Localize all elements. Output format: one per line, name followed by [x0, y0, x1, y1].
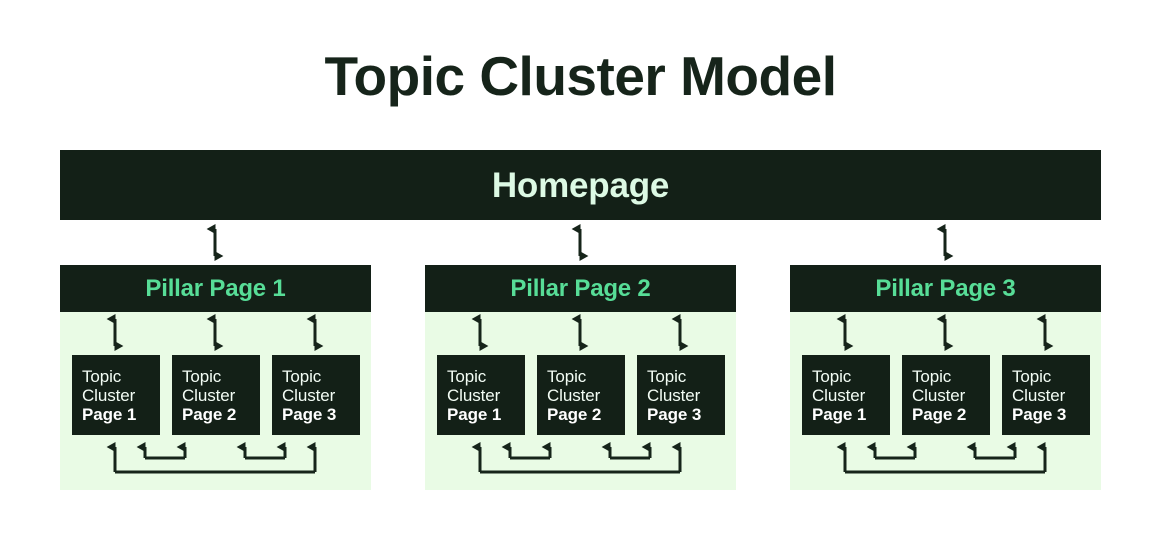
cluster-connectors-2: [471, 314, 689, 474]
topic-cluster-line-1: Topic: [1012, 367, 1052, 386]
topic-cluster-box[interactable]: Topic Cluster Page 3: [272, 355, 360, 435]
topic-cluster-line-1: Topic: [82, 367, 122, 386]
topic-cluster-line-1: Topic: [182, 367, 222, 386]
topic-cluster-page: Page 2: [912, 405, 967, 425]
topic-cluster-page: Page 1: [82, 405, 137, 425]
topic-cluster-page: Page 2: [182, 405, 237, 425]
pillar-page-label: Pillar Page 2: [510, 274, 651, 302]
pillar-group-2: Pillar Page 2 Topic Cluster Page: [425, 265, 736, 490]
homepage-node[interactable]: Homepage: [60, 150, 1101, 220]
topic-cluster-line-2: Cluster: [447, 386, 501, 406]
topic-cluster-line-2: Cluster: [812, 386, 866, 406]
topic-cluster-page: Page 2: [547, 405, 602, 425]
pillar-page-header-3[interactable]: Pillar Page 3: [790, 265, 1101, 312]
pillar-group-3: Pillar Page 3 Topic Cluster Page: [790, 265, 1101, 490]
topic-cluster-box[interactable]: Topic Cluster Page 2: [902, 355, 990, 435]
pillar-page-header-1[interactable]: Pillar Page 1: [60, 265, 371, 312]
topic-cluster-box[interactable]: Topic Cluster Page 1: [72, 355, 160, 435]
topic-cluster-line-1: Topic: [647, 367, 687, 386]
topic-cluster-line-2: Cluster: [647, 386, 701, 406]
topic-cluster-line-1: Topic: [912, 367, 952, 386]
topic-cluster-box[interactable]: Topic Cluster Page 1: [437, 355, 525, 435]
topic-cluster-line-2: Cluster: [912, 386, 966, 406]
topic-cluster-box[interactable]: Topic Cluster Page 2: [537, 355, 625, 435]
pillar-page-label: Pillar Page 3: [875, 274, 1016, 302]
topic-cluster-box[interactable]: Topic Cluster Page 3: [637, 355, 725, 435]
topic-cluster-line-1: Topic: [282, 367, 322, 386]
topic-cluster-page: Page 1: [812, 405, 867, 425]
cluster-connectors-3: [836, 314, 1054, 474]
topic-cluster-line-2: Cluster: [1012, 386, 1066, 406]
topic-cluster-line-2: Cluster: [82, 386, 136, 406]
topic-cluster-line-1: Topic: [447, 367, 487, 386]
topic-cluster-page: Page 3: [282, 405, 337, 425]
topic-cluster-line-1: Topic: [547, 367, 587, 386]
page-title: Topic Cluster Model: [324, 45, 837, 107]
topic-cluster-line-2: Cluster: [547, 386, 601, 406]
pillar-page-header-2[interactable]: Pillar Page 2: [425, 265, 736, 312]
pillar-page-label: Pillar Page 1: [145, 274, 286, 302]
topic-cluster-box[interactable]: Topic Cluster Page 3: [1002, 355, 1090, 435]
pillar-group-1: Pillar Page 1: [60, 265, 371, 490]
topic-cluster-box[interactable]: Topic Cluster Page 2: [172, 355, 260, 435]
topic-cluster-page: Page 1: [447, 405, 502, 425]
topic-cluster-page: Page 3: [1012, 405, 1067, 425]
topic-cluster-line-2: Cluster: [182, 386, 236, 406]
topic-cluster-box[interactable]: Topic Cluster Page 1: [802, 355, 890, 435]
cluster-connectors-1: [106, 314, 324, 474]
homepage-label: Homepage: [491, 165, 670, 205]
topic-cluster-page: Page 3: [647, 405, 702, 425]
topic-cluster-line-2: Cluster: [282, 386, 336, 406]
topic-cluster-line-1: Topic: [812, 367, 852, 386]
